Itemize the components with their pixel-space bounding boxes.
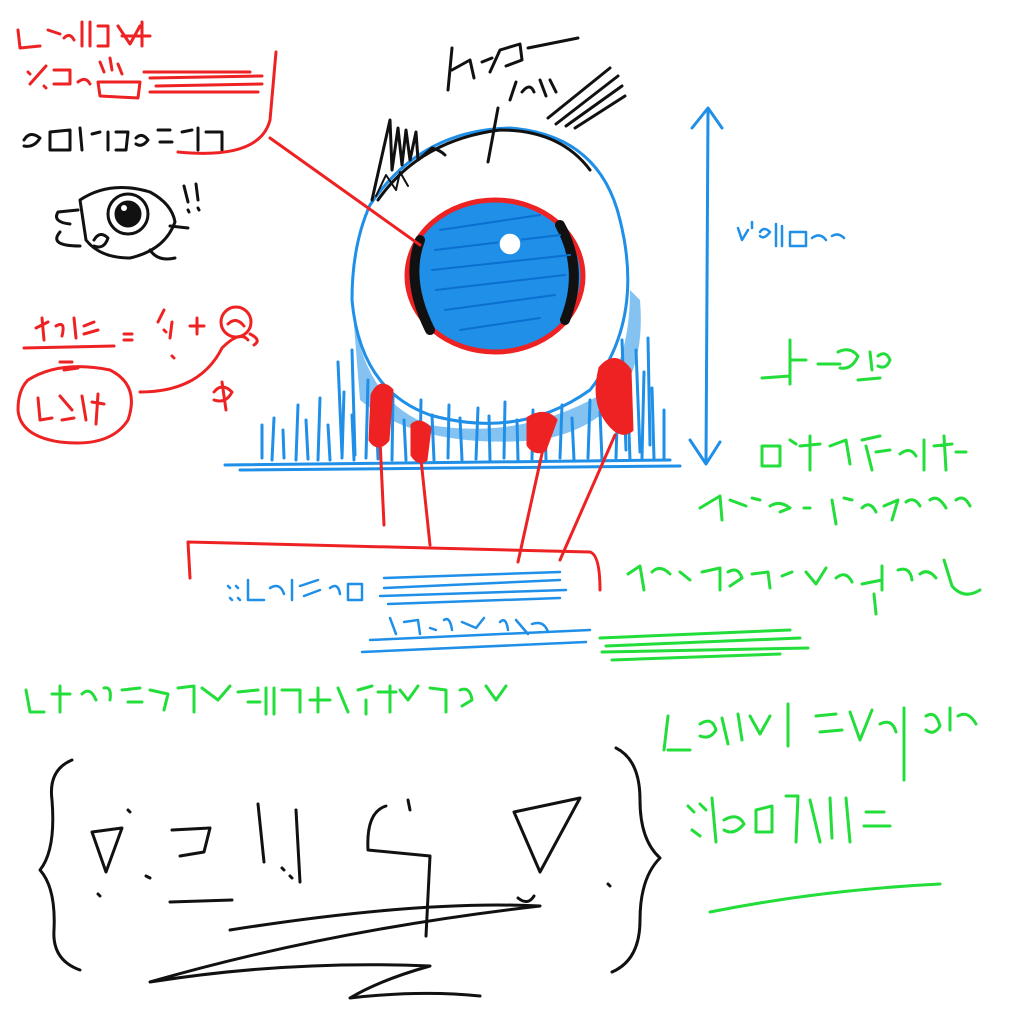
note-leader	[268, 136, 422, 247]
left-curly-brace	[38, 758, 82, 972]
eyeball-creature	[350, 106, 641, 464]
red-leader-lines	[186, 433, 617, 592]
note-top-left	[16, 20, 422, 247]
red-bracket	[186, 540, 602, 592]
top-black-label	[446, 36, 627, 130]
fraction-bar	[22, 344, 116, 350]
circled-word	[16, 365, 133, 445]
red-equation	[16, 305, 259, 445]
dimension-label	[736, 220, 846, 248]
creature-top-outline	[376, 128, 592, 202]
brace-expression	[38, 746, 662, 1000]
signature-scribble	[148, 903, 542, 1000]
tree-tuft-icon	[370, 118, 447, 202]
right-curly-brace	[610, 746, 662, 974]
green-underline	[708, 882, 942, 914]
blue-caption	[226, 570, 592, 654]
hatch-marks	[546, 66, 627, 130]
grass-ground	[223, 336, 682, 472]
green-notes-right	[24, 338, 982, 914]
dimension-arrow	[688, 106, 724, 466]
note-bracket	[176, 50, 278, 155]
creature-legs	[368, 358, 634, 464]
small-eye-sketch-icon	[55, 182, 201, 261]
eye-highlight	[498, 232, 522, 256]
